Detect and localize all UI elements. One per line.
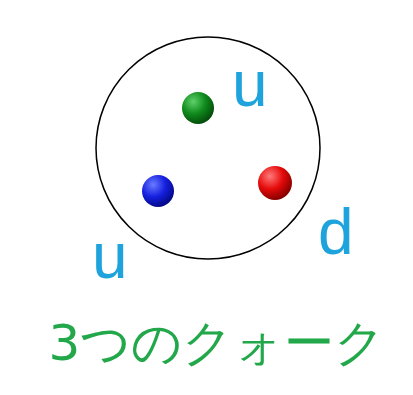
proton-outline	[96, 37, 320, 259]
quark-label: d	[318, 200, 354, 264]
quark-label: u	[92, 224, 128, 288]
green-quark	[182, 92, 214, 124]
caption: 3つのクォーク	[49, 318, 386, 368]
quark-label: u	[232, 52, 268, 116]
red-quark	[258, 166, 292, 200]
blue-quark	[142, 175, 174, 207]
